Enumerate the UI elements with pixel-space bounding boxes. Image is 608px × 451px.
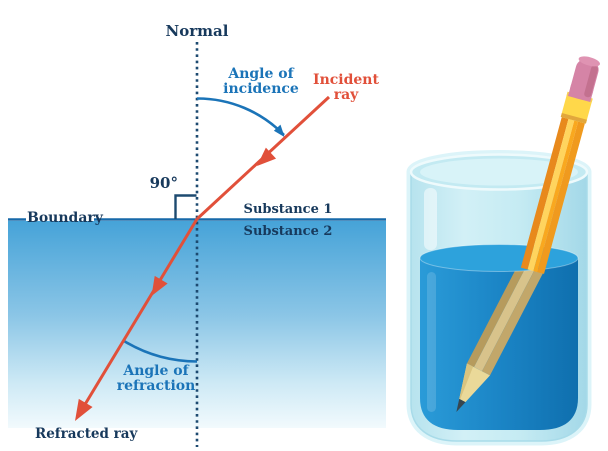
- normal-label-text: Normal: [165, 22, 229, 40]
- refracted-ray-line: [76, 218, 199, 417]
- incident-ray-arrowhead: [257, 147, 277, 166]
- pencil-above-water: [520, 56, 600, 274]
- normal-label: Normal: [166, 24, 229, 39]
- angle-arc-arrowhead: [273, 124, 285, 138]
- pencil-submerged-stripe: [474, 253, 541, 372]
- right-angle-label: 90°: [149, 174, 178, 192]
- boundary-label: Boundary: [27, 210, 103, 226]
- angle-of-incidence-arc: [196, 97, 285, 136]
- pencil-stripe: [537, 121, 585, 274]
- pencil-submerged: [456, 249, 549, 413]
- glass-rim-inner: [420, 158, 578, 186]
- angle-of-incidence-label: Angle of incidence: [223, 66, 299, 97]
- pencil-lead-tip: [456, 398, 466, 413]
- glass-wall-highlight: [424, 188, 437, 250]
- pencil-stripe: [533, 120, 579, 273]
- refracted-ray-label: Refracted ray: [35, 426, 138, 442]
- refracted-ray-end-arrowhead: [75, 398, 93, 421]
- eraser-shade: [584, 65, 598, 98]
- substance-1-label: Substance 1: [243, 202, 333, 217]
- pencil-submerged-stripe: [466, 249, 533, 368]
- incident-ray-label: Incident ray: [313, 72, 379, 103]
- angle-of-refraction-label: Angle of refraction: [116, 363, 196, 394]
- substance-2-label: Substance 2: [243, 224, 333, 239]
- ferrule-bottom-crimp: [560, 112, 587, 124]
- angle-of-refraction-arc: [123, 339, 198, 363]
- ray-diagram: [8, 42, 386, 447]
- substance2-water-region: [8, 221, 386, 428]
- water-surface: [419, 244, 579, 272]
- pencil-in-glass-illustration: [406, 56, 600, 446]
- water-highlight: [427, 272, 436, 412]
- pencil-stripe: [527, 118, 575, 272]
- pencil-submerged-stripe: [482, 257, 549, 376]
- refracted-ray-mid-arrowhead: [151, 275, 168, 296]
- right-angle-mark: [174, 194, 197, 219]
- pencil-wood-shade: [459, 363, 474, 400]
- pencil-stripe: [520, 117, 569, 270]
- eraser-top: [578, 56, 600, 67]
